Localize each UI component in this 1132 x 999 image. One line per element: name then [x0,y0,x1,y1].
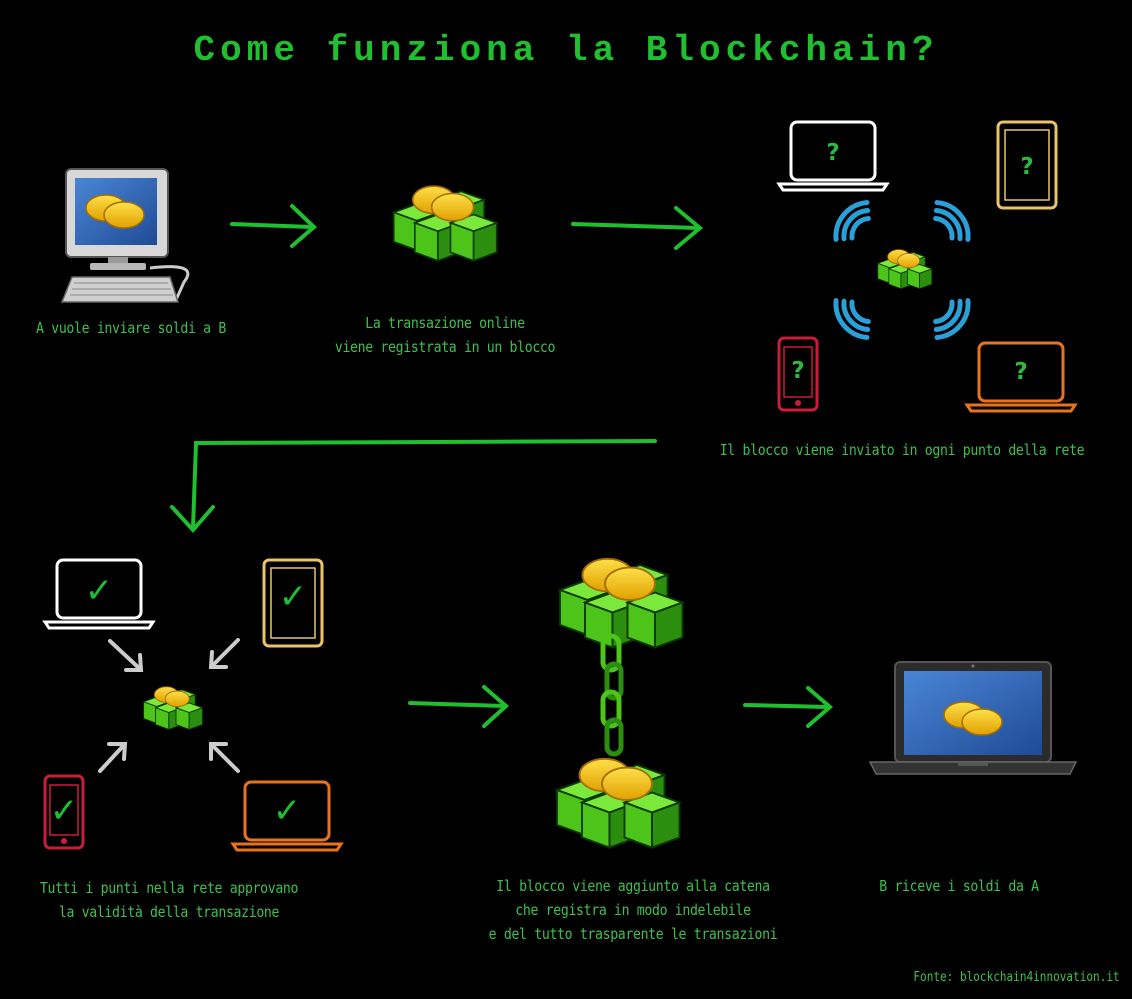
caption-step-1: A vuole inviare soldi a B [36,319,226,337]
page-title: Come funziona la Blockchain? [193,30,939,71]
question-mark: ? [1020,154,1033,180]
smartphone-icon: ✓ [43,774,85,850]
block-icon [557,759,680,848]
arrow-icon [571,206,704,250]
checkmark-icon: ✓ [273,791,302,831]
question-mark: ? [1014,359,1027,385]
block-icon [144,687,203,730]
desktop-computer-icon [60,168,190,303]
block-icon [878,250,932,289]
block-icon [394,186,497,261]
arrow-icon [230,204,317,248]
caption-step-3: Il blocco viene inviato in ogni punto de… [719,441,1085,459]
caption-line: viene registrata in un blocco [334,338,556,356]
chain-icon [600,633,624,757]
caption-step-2: La transazione online viene registrata i… [322,311,568,359]
laptop-icon: ✓ [231,780,343,852]
question-mark: ? [826,140,839,166]
tablet-icon: ? [996,120,1058,210]
caption-line: e del tutto trasparente le transazioni [488,925,778,943]
caption-step-4: Tutti i punti nella rete approvano la va… [20,876,317,924]
checkmark-icon: ✓ [279,577,308,617]
smartphone-icon: ? [777,336,819,412]
caption-line: Il blocco viene aggiunto alla catena [496,877,770,895]
checkmark-icon: ✓ [50,791,79,831]
arrow-icon [98,638,240,773]
caption-line: La transazione online [365,314,525,332]
tablet-icon: ✓ [262,558,324,648]
laptop-icon [868,661,1078,775]
caption-step-6: B riceve i soldi da A [879,877,1039,895]
arrow-icon [170,439,657,534]
question-mark: ? [791,358,804,384]
caption-step-5: Il blocco viene aggiunto alla catena che… [461,874,804,946]
caption-line: Tutti i punti nella rete approvano [39,879,299,897]
source-credit: Fonte: blockchain4innovation.it [913,970,1120,985]
laptop-icon: ✓ [43,558,155,630]
arrow-icon [408,685,510,728]
caption-line: la validità della transazione [58,903,280,921]
laptop-icon: ? [965,341,1077,413]
laptop-icon: ? [777,120,889,192]
caption-line: che registra in modo indelebile [515,901,751,919]
block-icon [560,559,683,648]
arrow-icon [743,686,834,728]
checkmark-icon: ✓ [85,571,114,611]
